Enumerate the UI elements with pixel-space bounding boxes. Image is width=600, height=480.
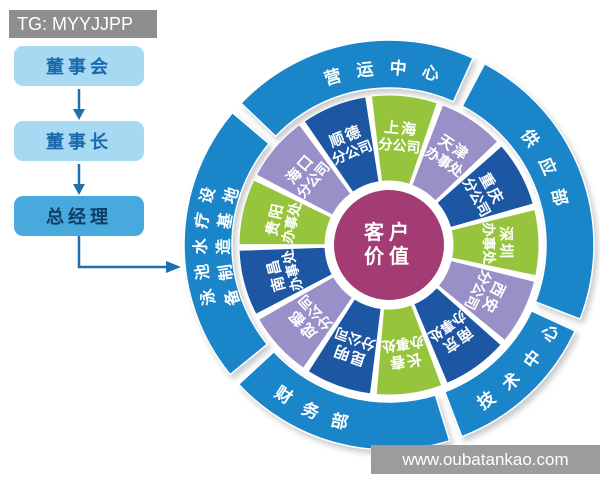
watermark-tag: TG: MYYJJPP	[9, 10, 157, 38]
arrowhead-right-icon	[166, 261, 181, 273]
inner-ring-label: 长春办事处	[380, 333, 427, 373]
inner-ring-segment	[255, 123, 352, 216]
inner-ring-segment	[238, 179, 332, 246]
outer-ring-segment	[461, 62, 595, 321]
inner-ring-segment	[307, 298, 382, 395]
inner-ring-segment	[370, 94, 438, 186]
svg-text:长春办事处: 长春办事处	[380, 333, 427, 373]
inner-ring: 上海分公司天津办事处重庆分公司深圳办事处西安分公司南京办事处长春办事处昆明分公司…	[238, 94, 540, 396]
watermark-url: www.oubatankao.com	[371, 445, 600, 474]
arrow-gm-to-diagram	[77, 236, 167, 269]
inner-ring-segment	[258, 276, 354, 369]
customer-value-label: 客户价值	[363, 220, 414, 268]
svg-text:深圳办事处: 深圳办事处	[481, 222, 516, 266]
flow-connectors	[73, 89, 181, 273]
inner-ring-label: 上海分公司	[378, 118, 423, 156]
inner-ring-segment	[436, 145, 534, 229]
outer-ring-segment	[239, 39, 475, 138]
inner-ring-label: 南昌办事处	[262, 247, 306, 297]
arrowhead-down-icon	[73, 184, 85, 195]
inner-ring-segment	[437, 259, 536, 342]
flow-node-board: 董事会	[14, 46, 144, 86]
center-circle: 客户价值	[330, 186, 448, 304]
arrowhead-down-icon	[73, 109, 85, 120]
inner-ring-segment	[450, 208, 540, 277]
inner-ring-segment	[413, 286, 502, 384]
inner-ring-segment	[303, 96, 380, 193]
outer-ring-segment	[183, 111, 271, 376]
inner-ring-label: 深圳办事处	[481, 222, 516, 266]
svg-text:上海分公司: 上海分公司	[378, 118, 423, 156]
outer-ring-segment	[443, 309, 577, 438]
customer-value-circle	[330, 186, 448, 304]
flow-node-general-manager: 总经理	[14, 196, 144, 236]
inner-ring-segment	[375, 304, 443, 396]
svg-text:南昌办事处: 南昌办事处	[262, 247, 306, 297]
flow-node-chairman: 董事长	[14, 121, 144, 161]
inner-ring-segment	[411, 104, 499, 202]
inner-ring-segment	[238, 246, 333, 315]
